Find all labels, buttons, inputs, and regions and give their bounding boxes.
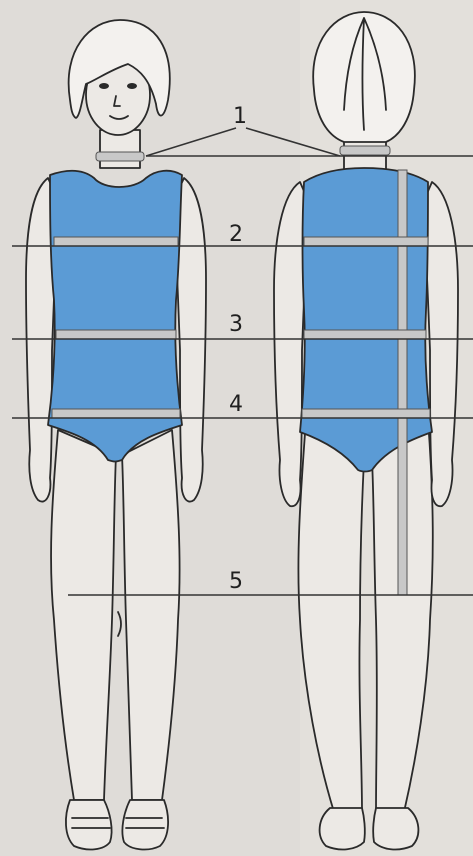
back-neck-tape [340, 146, 390, 155]
front-knee-detail [118, 612, 121, 636]
front-chest-tape [54, 237, 178, 246]
front-neck-tape [96, 152, 144, 161]
front-figure [26, 20, 206, 849]
back-left-foot [320, 808, 365, 849]
label-3: 3 [229, 312, 243, 337]
back-right-foot [373, 808, 418, 849]
front-hip-tape [52, 409, 180, 418]
label-1: 1 [233, 104, 247, 129]
front-waist-tape [56, 330, 176, 339]
back-hip-tape [302, 409, 430, 418]
line-1-front [146, 128, 236, 156]
measurement-number-labels: 1 2 3 4 5 [229, 104, 247, 594]
label-4: 4 [229, 392, 243, 417]
label-2: 2 [229, 222, 243, 247]
front-right-leg [122, 430, 180, 800]
front-right-sandal [122, 800, 168, 849]
front-left-sandal [66, 800, 112, 849]
back-leotard [300, 168, 432, 472]
front-left-leg [51, 430, 116, 800]
label-5: 5 [229, 569, 243, 594]
back-chest-tape [304, 237, 428, 246]
back-waist-tape [304, 330, 426, 339]
back-vertical-tape [398, 170, 407, 595]
